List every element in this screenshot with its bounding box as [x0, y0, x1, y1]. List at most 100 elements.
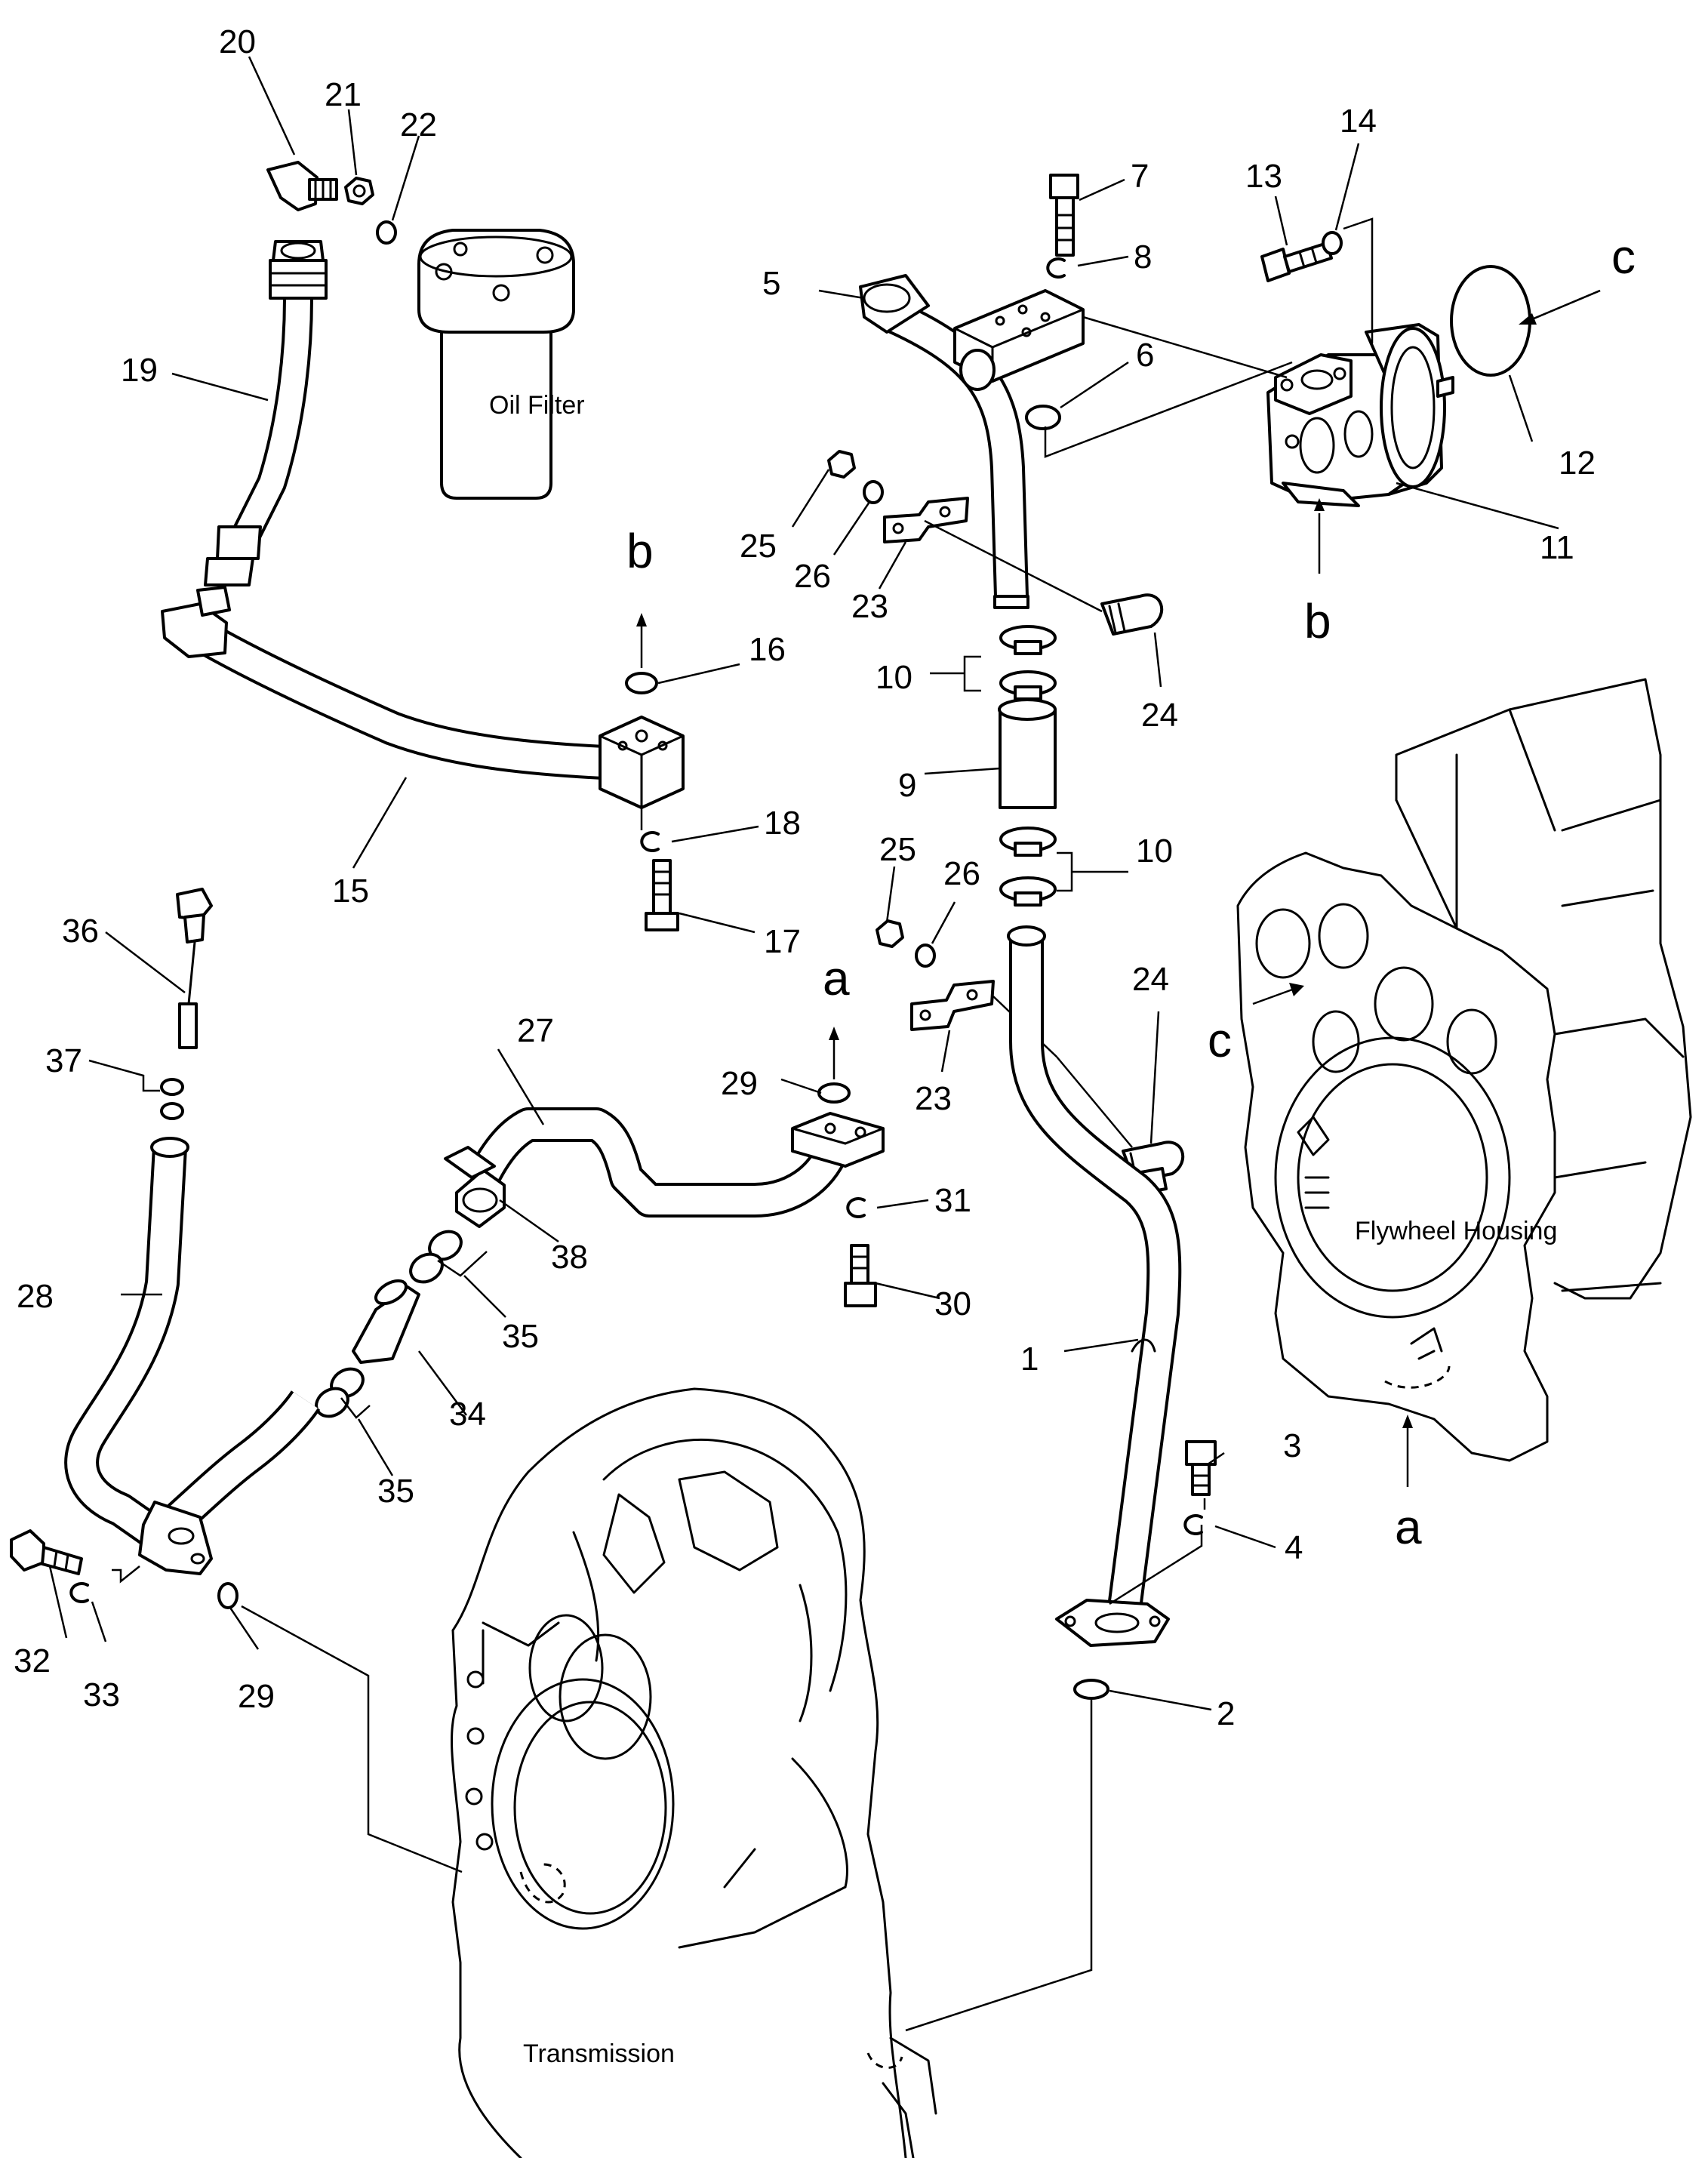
callout-24-lower: 24 [1132, 961, 1169, 998]
bracket-23-upper [883, 497, 969, 543]
view-arrow-a-bottom [1402, 1415, 1413, 1487]
callout-13: 13 [1245, 158, 1282, 195]
callout-8: 8 [1134, 239, 1152, 276]
letter-b-top: b [626, 524, 654, 578]
view-letters: b b a a c c [626, 229, 1636, 1554]
view-arrow-c-top [1519, 289, 1601, 325]
callout-16: 16 [749, 631, 786, 668]
callout-17: 17 [764, 923, 801, 960]
callout-12: 12 [1559, 445, 1596, 482]
o-ring-16 [625, 672, 658, 694]
callout-10-upper: 10 [876, 659, 912, 696]
callout-35-upper: 35 [502, 1318, 539, 1355]
washer-18 [640, 831, 660, 852]
callout-leaders [48, 56, 1559, 1711]
hose-clamp-10-upper [999, 625, 1057, 700]
callout-26-lower: 26 [943, 855, 980, 892]
bolt-17 [645, 859, 679, 931]
pipe-1 [1007, 925, 1182, 1647]
callout-18: 18 [764, 805, 801, 842]
callout-34: 34 [449, 1396, 486, 1433]
view-arrow-a-top [829, 1027, 839, 1079]
callout-3: 3 [1283, 1427, 1301, 1464]
callout-29-upper: 29 [721, 1065, 758, 1102]
letter-a-bottom: a [1395, 1500, 1422, 1554]
callout-2: 2 [1217, 1695, 1235, 1732]
callout-9: 9 [898, 767, 916, 804]
callout-38: 38 [551, 1239, 588, 1276]
bolt-7 [1049, 174, 1079, 257]
callout-30: 30 [934, 1285, 971, 1322]
hose-clamp-35-lower [315, 1367, 365, 1418]
callout-14: 14 [1340, 103, 1377, 140]
hose-19 [204, 240, 328, 586]
callout-37: 37 [45, 1042, 82, 1079]
hose-clamp-10-lower [999, 827, 1057, 907]
callout-29-lower: 29 [238, 1678, 275, 1715]
washer-14 [1322, 231, 1343, 255]
callout-28: 28 [17, 1278, 54, 1315]
callout-31: 31 [934, 1182, 971, 1219]
callout-23-upper: 23 [851, 588, 888, 625]
callout-7: 7 [1131, 158, 1149, 195]
view-arrow-c-left [1252, 983, 1304, 1005]
callout-21: 21 [325, 76, 362, 113]
o-ring-6 [1025, 405, 1061, 430]
view-arrow-b-top [636, 613, 647, 668]
u-bolt-24-upper [1100, 593, 1164, 636]
callout-26-upper: 26 [794, 558, 831, 595]
letter-c-left: c [1208, 1013, 1232, 1067]
callout-10-lower: 10 [1136, 833, 1173, 870]
callout-27: 27 [517, 1012, 554, 1049]
pipe-27 [444, 1107, 885, 1228]
pipe-15 [161, 586, 685, 809]
nut-25-lower [876, 919, 904, 948]
bolt-3 [1185, 1440, 1217, 1496]
o-ring-2 [1073, 1679, 1109, 1700]
bracket-23-lower [910, 980, 995, 1031]
callout-33: 33 [83, 1676, 120, 1713]
callout-11: 11 [1540, 529, 1574, 566]
pipe-5 [859, 274, 1085, 609]
o-ring-37b [160, 1102, 184, 1120]
letter-a-top: a [823, 951, 850, 1005]
nut-25-upper [827, 450, 856, 479]
bolt-30 [844, 1244, 877, 1307]
callout-22: 22 [400, 106, 437, 143]
washer-31 [846, 1197, 866, 1218]
view-arrow-b-bottom [1314, 498, 1325, 574]
rubber-hose-9 [998, 698, 1057, 809]
bolt-32 [10, 1529, 83, 1575]
callout-19: 19 [121, 352, 158, 389]
o-ring-29-upper [817, 1082, 851, 1104]
callout-32: 32 [14, 1642, 51, 1679]
flywheel-housing-caption: Flywheel Housing [1355, 1217, 1557, 1245]
o-ring-29-lower [217, 1582, 239, 1609]
sensor-36 [176, 888, 213, 1049]
pump-11 [1266, 323, 1454, 507]
oil-filter: Oil Filter [417, 229, 585, 500]
callout-numbers: 20 21 22 19 15 16 18 17 7 8 5 6 25 26 23… [14, 23, 1596, 1732]
callout-24-upper: 24 [1141, 697, 1178, 734]
washer-26-upper [863, 480, 884, 504]
bolt-13 [1260, 242, 1333, 282]
washer-4 [1183, 1514, 1203, 1535]
callout-35-lower: 35 [377, 1473, 414, 1510]
nut-21 [344, 177, 374, 205]
callout-1: 1 [1020, 1341, 1039, 1378]
callout-15: 15 [332, 873, 369, 910]
callout-5: 5 [762, 265, 780, 302]
elbow-fitting-20 [266, 161, 338, 211]
callout-23-lower: 23 [915, 1080, 952, 1117]
washer-26-lower [915, 944, 936, 968]
callout-25-lower: 25 [879, 831, 916, 868]
callout-20: 20 [219, 23, 256, 60]
callout-25-upper: 25 [740, 528, 777, 565]
washer-8 [1046, 257, 1066, 279]
hose-clamp-35-upper [409, 1230, 463, 1284]
callout-6: 6 [1136, 337, 1154, 374]
oil-filter-caption: Oil Filter [489, 391, 585, 420]
o-ring-37a [160, 1078, 184, 1096]
